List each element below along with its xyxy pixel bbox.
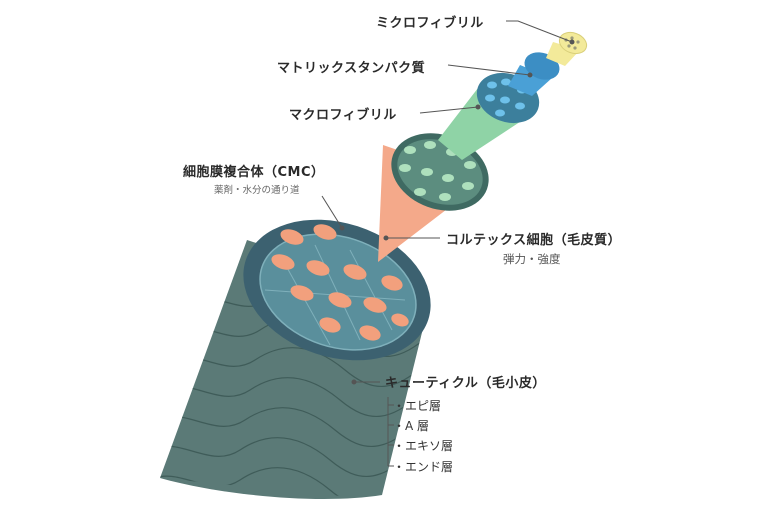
cuticle-layer-endo: ・エンド層	[393, 460, 454, 474]
label-macrofibril: マクロフィブリル	[289, 108, 397, 123]
label-microfibril: ミクロフィブリル	[376, 16, 484, 31]
leader-lines	[321, 20, 575, 467]
label-matrix-protein: マトリックスタンパク質	[277, 61, 426, 76]
matrix-protein-tube	[508, 65, 552, 96]
label-cortex: コルテックス細胞（毛皮質）	[446, 233, 622, 248]
cortex-cross-section	[259, 233, 417, 351]
label-cmc: 細胞膜複合体（CMC）	[183, 165, 325, 180]
label-cmc-sub: 薬剤・水分の通り道	[214, 185, 300, 196]
cuticle-layer-a: ・A 層	[393, 419, 430, 433]
label-cuticle: キューティクル（毛小皮）	[385, 376, 546, 391]
microfibril-dots	[564, 36, 580, 50]
cuticle-layer-exo: ・エキソ層	[393, 439, 454, 453]
cortex-cells	[271, 224, 409, 341]
cuticle-layer-epi: ・エピ層	[393, 399, 442, 413]
label-cortex-sub: 弾力・強度	[503, 252, 561, 266]
